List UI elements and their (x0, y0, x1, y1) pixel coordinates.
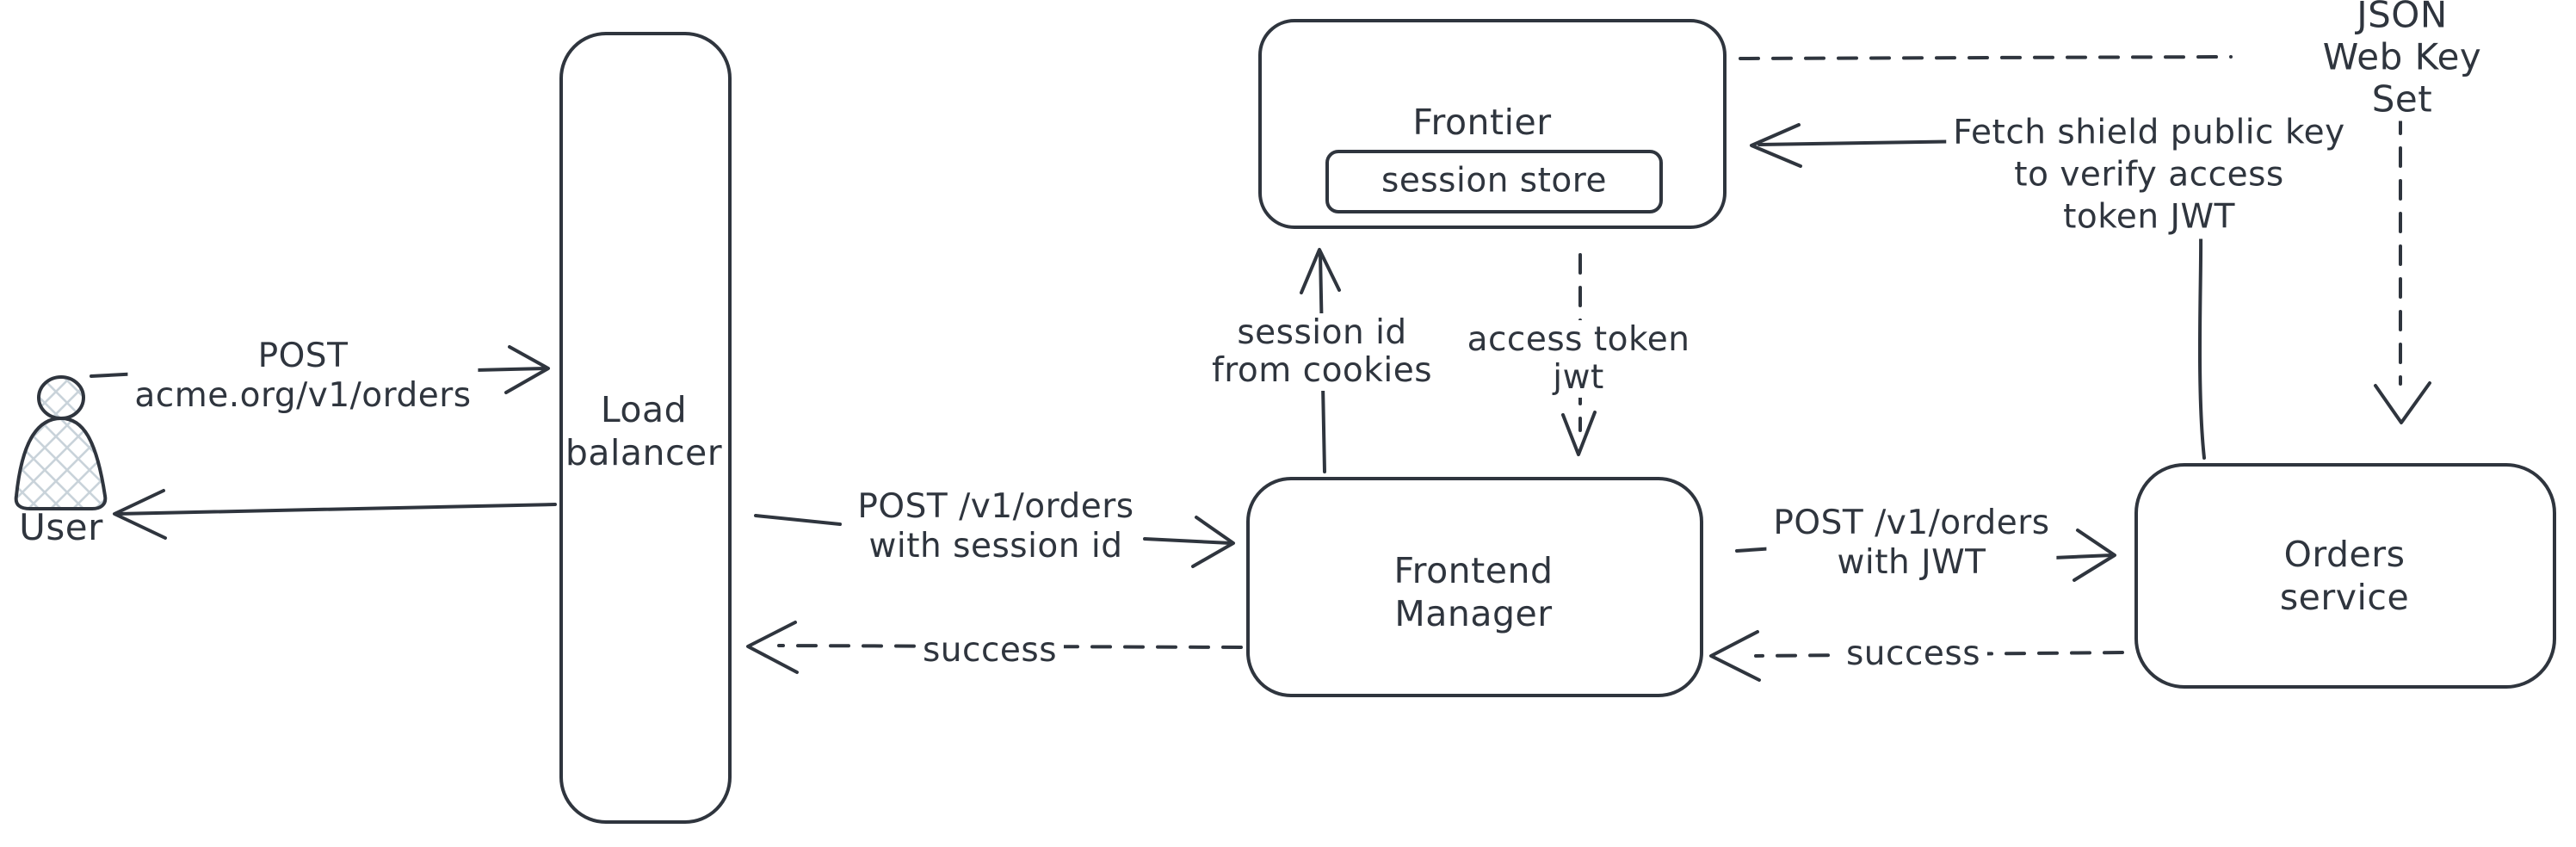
line-frontier-to-jwks (1739, 55, 2233, 60)
edge-label-fetch-public-key: Fetch shield public key to verify access… (1946, 110, 2352, 239)
arrow-orders-to-frontier-head (1750, 123, 1802, 168)
load-balancer-box (559, 32, 732, 824)
edge-label-session-id-cookies: session id from cookies (1204, 313, 1440, 391)
arrow-orders-to-fm-head (1709, 630, 1761, 682)
orders-service-box (2134, 463, 2556, 689)
arrow-frontier-to-fm-head (1561, 411, 1597, 456)
arrow-jwks-to-orders-head (2374, 381, 2431, 424)
user-head (37, 375, 85, 420)
user-icon (14, 375, 108, 510)
load-balancer-label: Load balancer (565, 389, 723, 473)
edge-label-post-jwt: POST /v1/orders with JWT (1766, 503, 2057, 584)
arrow-fm-to-orders-head (2073, 529, 2116, 582)
edge-label-success-left: success (915, 630, 1065, 671)
arrow-lb-to-fm-line (1143, 537, 1232, 545)
edge-label-success-right: success (1838, 634, 1988, 675)
arrow-orders-to-fm-line (1754, 651, 2124, 658)
arrow-user-to-lb-head (504, 345, 550, 394)
frontend-manager-label: Frontend Manager (1393, 550, 1554, 634)
arrow-fm-to-lb-head (746, 621, 799, 674)
frontend-manager-box (1246, 477, 1703, 697)
frontier-label: Frontier (1412, 102, 1552, 143)
arrow-lb-to-fm-dash (754, 514, 842, 526)
session-store-box (1325, 150, 1663, 213)
session-store-label: session store (1381, 161, 1607, 201)
orders-service-label: Orders service (2279, 534, 2410, 618)
arrow-lb-to-user-line (115, 503, 557, 516)
arrow-lb-to-fm-head (1191, 516, 1235, 568)
json-web-key-set-label: JSON Web Key Set (2315, 0, 2489, 121)
edge-label-post-acme-orders: POST acme.org/v1/orders (127, 336, 479, 417)
user-body (14, 416, 108, 510)
arrow-fm-to-frontier-head (1300, 248, 1341, 294)
edge-label-post-session-id: POST /v1/orders with session id (850, 486, 1141, 567)
arrow-fm-to-orders-line (2052, 553, 2114, 560)
edge-label-access-token-jwt: access token jwt (1460, 320, 1697, 398)
arrow-lb-to-user-head (113, 489, 167, 540)
user-label: User (19, 506, 103, 548)
